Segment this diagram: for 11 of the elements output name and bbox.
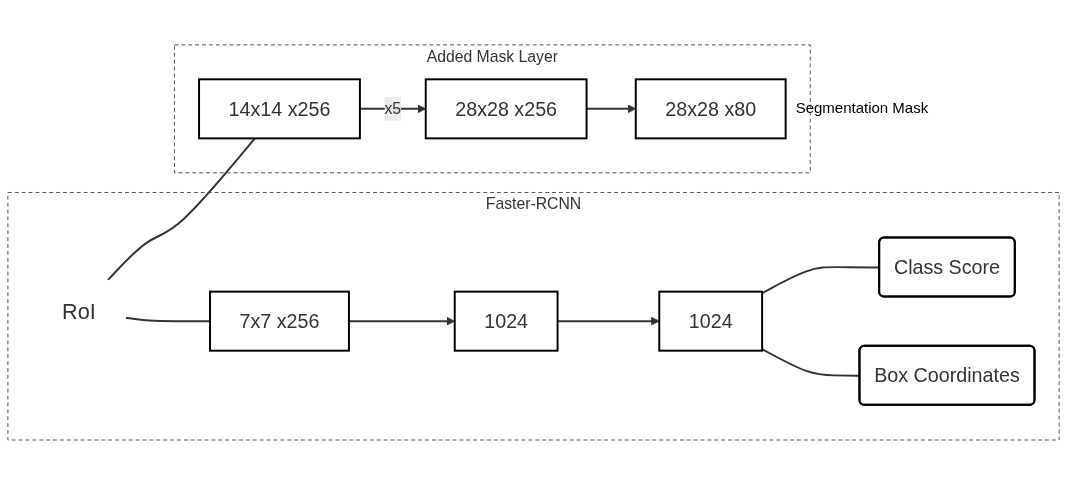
node-box: 1024 [658, 290, 764, 352]
node-box: 14x14 x256 [198, 77, 361, 139]
node-box: 1024 [453, 290, 559, 352]
connector [106, 136, 256, 281]
connector [124, 316, 211, 322]
node-box: 28x28 x256 [424, 77, 588, 139]
node-text: RoI [62, 298, 96, 324]
node-box: 7x7 x256 [209, 290, 350, 352]
node-caption: Segmentation Mask [795, 99, 929, 117]
edge-label: x5 [384, 99, 402, 117]
node-box: 28x28 x80 [634, 77, 787, 139]
